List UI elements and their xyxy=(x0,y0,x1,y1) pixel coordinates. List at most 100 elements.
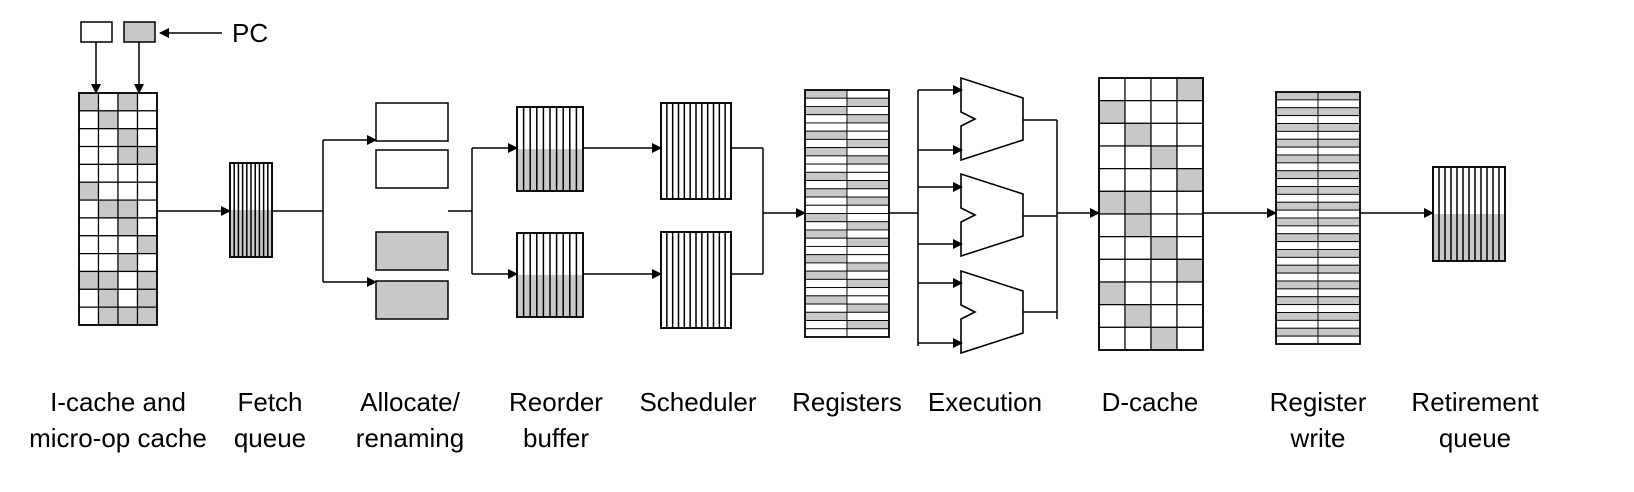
grid-cell xyxy=(136,92,158,112)
grid-cell xyxy=(1098,304,1126,328)
register-row xyxy=(1317,249,1361,258)
grid-cell xyxy=(136,270,158,290)
grid-cell xyxy=(136,110,158,130)
register-row xyxy=(804,97,848,107)
grid-cell xyxy=(97,306,119,326)
grid-cell xyxy=(97,199,119,219)
register-row xyxy=(1275,312,1319,321)
register-row xyxy=(846,303,890,313)
register-row xyxy=(804,188,848,198)
register-row xyxy=(804,155,848,165)
register-row xyxy=(1317,280,1361,290)
grid-cell xyxy=(1176,236,1204,260)
grid-cell xyxy=(1098,326,1126,351)
register-row xyxy=(846,204,890,214)
grid-cell xyxy=(117,235,139,255)
scheduler-top xyxy=(660,102,732,200)
reorder-buffer-bottom xyxy=(516,232,584,318)
grid-cell xyxy=(1098,100,1126,124)
grid-cell xyxy=(1150,326,1178,351)
grid-cell xyxy=(97,288,119,308)
stage-label-registers: Registers xyxy=(792,387,902,417)
register-row xyxy=(804,130,848,140)
grid-cell xyxy=(97,235,119,255)
register-row xyxy=(1317,123,1361,132)
register-row xyxy=(804,303,848,313)
register-row xyxy=(846,155,890,165)
register-row xyxy=(846,171,890,182)
grid-cell xyxy=(117,163,139,183)
stage-label-allocate-renaming: Allocate/renaming xyxy=(356,387,464,453)
register-row xyxy=(1317,233,1361,243)
connection-wires xyxy=(157,135,1434,287)
register-row xyxy=(1275,209,1319,219)
register-row xyxy=(1275,327,1319,337)
register-row xyxy=(1275,264,1319,274)
grid-cell xyxy=(78,288,100,308)
grid-cell xyxy=(1176,122,1204,147)
register-row xyxy=(804,114,848,124)
register-row xyxy=(804,262,848,272)
register-row xyxy=(1317,178,1361,187)
register-row xyxy=(1275,138,1319,148)
grid-cell xyxy=(1124,100,1152,124)
grid-cell xyxy=(1150,213,1178,238)
register-row xyxy=(804,237,848,247)
register-row xyxy=(1317,256,1361,266)
register-row xyxy=(804,254,848,264)
grid-cell xyxy=(78,253,100,273)
register-row xyxy=(1317,288,1361,298)
register-row xyxy=(1317,138,1361,148)
register-row xyxy=(846,237,890,247)
grid-cell xyxy=(78,110,100,130)
fetch-queue-block xyxy=(229,162,273,258)
register-row xyxy=(1275,186,1319,195)
register-row xyxy=(804,122,848,132)
scheduler-bottom xyxy=(660,231,732,329)
grid-cell xyxy=(136,217,158,237)
register-row xyxy=(804,287,848,297)
pc-register-shaded xyxy=(123,21,156,43)
register-row xyxy=(1275,130,1319,140)
grid-cell xyxy=(1150,168,1178,192)
grid-cell xyxy=(1150,236,1178,260)
register-row xyxy=(846,138,890,149)
grid-cell xyxy=(136,235,158,255)
grid-cell xyxy=(1176,168,1204,192)
register-row xyxy=(846,188,890,198)
register-row xyxy=(804,295,848,305)
execution-block xyxy=(917,76,1058,355)
stage-label-line: Fetch xyxy=(237,387,302,417)
grid-cell xyxy=(1150,122,1178,147)
register-row xyxy=(1317,217,1361,227)
grid-cell xyxy=(117,92,139,112)
grid-cell xyxy=(1150,100,1178,124)
grid-cell xyxy=(1176,100,1204,124)
grid-cell xyxy=(136,181,158,201)
grid-cell xyxy=(117,288,139,308)
retirement-queue-block xyxy=(1432,166,1506,262)
grid-cell xyxy=(1124,122,1152,147)
grid-cell xyxy=(97,217,119,237)
register-row xyxy=(846,130,890,140)
register-row xyxy=(804,171,848,182)
register-row xyxy=(804,229,848,239)
grid-cell xyxy=(1150,190,1178,215)
grid-cell xyxy=(117,128,139,148)
grid-cell xyxy=(117,306,139,326)
register-row xyxy=(846,320,890,330)
stage-label-execution: Execution xyxy=(928,387,1042,417)
register-row xyxy=(1317,319,1361,329)
grid-cell xyxy=(1098,122,1126,147)
register-row xyxy=(1275,170,1319,180)
grid-cell xyxy=(1150,258,1178,283)
register-row xyxy=(1275,217,1319,227)
grid-cell xyxy=(136,163,158,183)
stage-label-line: renaming xyxy=(356,423,464,453)
grid-cell xyxy=(1176,304,1204,328)
grid-cell xyxy=(1124,236,1152,260)
stage-label-scheduler: Scheduler xyxy=(639,387,756,417)
register-row xyxy=(1275,319,1319,329)
